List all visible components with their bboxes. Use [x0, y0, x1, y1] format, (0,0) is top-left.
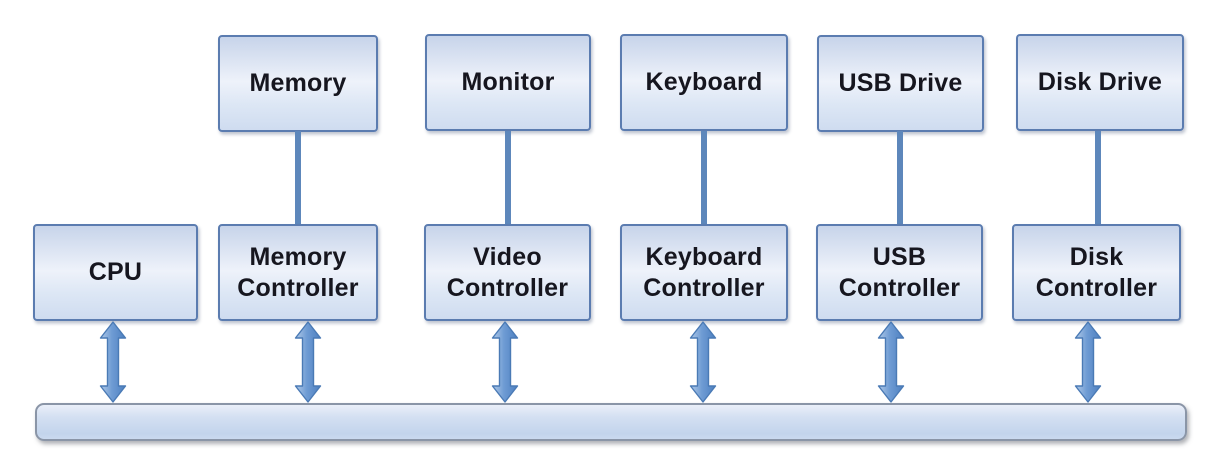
controller-label-video: Video Controller	[446, 243, 569, 302]
controller-label-keyboard: Keyboard Controller	[643, 243, 765, 302]
controller-label-usb: USB Controller	[838, 243, 961, 302]
controller-label-memory: Memory Controller	[237, 243, 359, 302]
double-arrow-memory-controller-bus	[294, 321, 322, 403]
controller-box-video: Video Controller	[424, 224, 591, 321]
double-arrow-cpu-bus	[99, 321, 127, 403]
connector-memory-to-controller	[295, 131, 301, 225]
device-box-monitor: Monitor	[425, 34, 591, 131]
device-box-memory: Memory	[218, 35, 378, 132]
device-box-keyboard: Keyboard	[620, 34, 788, 131]
connector-usb-drive-to-controller	[897, 131, 903, 225]
device-box-disk-drive: Disk Drive	[1016, 34, 1184, 131]
device-label-keyboard: Keyboard	[645, 68, 763, 97]
device-label-usb-drive: USB Drive	[838, 69, 963, 98]
double-arrow-video-controller-bus	[491, 321, 519, 403]
cpu-label: CPU	[88, 258, 143, 287]
device-label-monitor: Monitor	[461, 68, 555, 97]
connector-keyboard-to-controller	[701, 131, 707, 225]
controller-box-memory: Memory Controller	[218, 224, 378, 321]
device-box-usb-drive: USB Drive	[817, 35, 984, 132]
controller-box-usb: USB Controller	[816, 224, 983, 321]
controller-box-disk: Disk Controller	[1012, 224, 1181, 321]
connector-disk-drive-to-controller	[1095, 131, 1101, 225]
cpu-box: CPU	[33, 224, 198, 321]
device-label-disk-drive: Disk Drive	[1037, 68, 1163, 97]
double-arrow-usb-controller-bus	[877, 321, 905, 403]
controller-box-keyboard: Keyboard Controller	[620, 224, 788, 321]
connector-monitor-to-controller	[505, 131, 511, 225]
controller-label-disk: Disk Controller	[1035, 243, 1158, 302]
double-arrow-keyboard-controller-bus	[689, 321, 717, 403]
device-label-memory: Memory	[249, 69, 347, 98]
double-arrow-disk-controller-bus	[1074, 321, 1102, 403]
system-bus-bar	[35, 403, 1187, 441]
